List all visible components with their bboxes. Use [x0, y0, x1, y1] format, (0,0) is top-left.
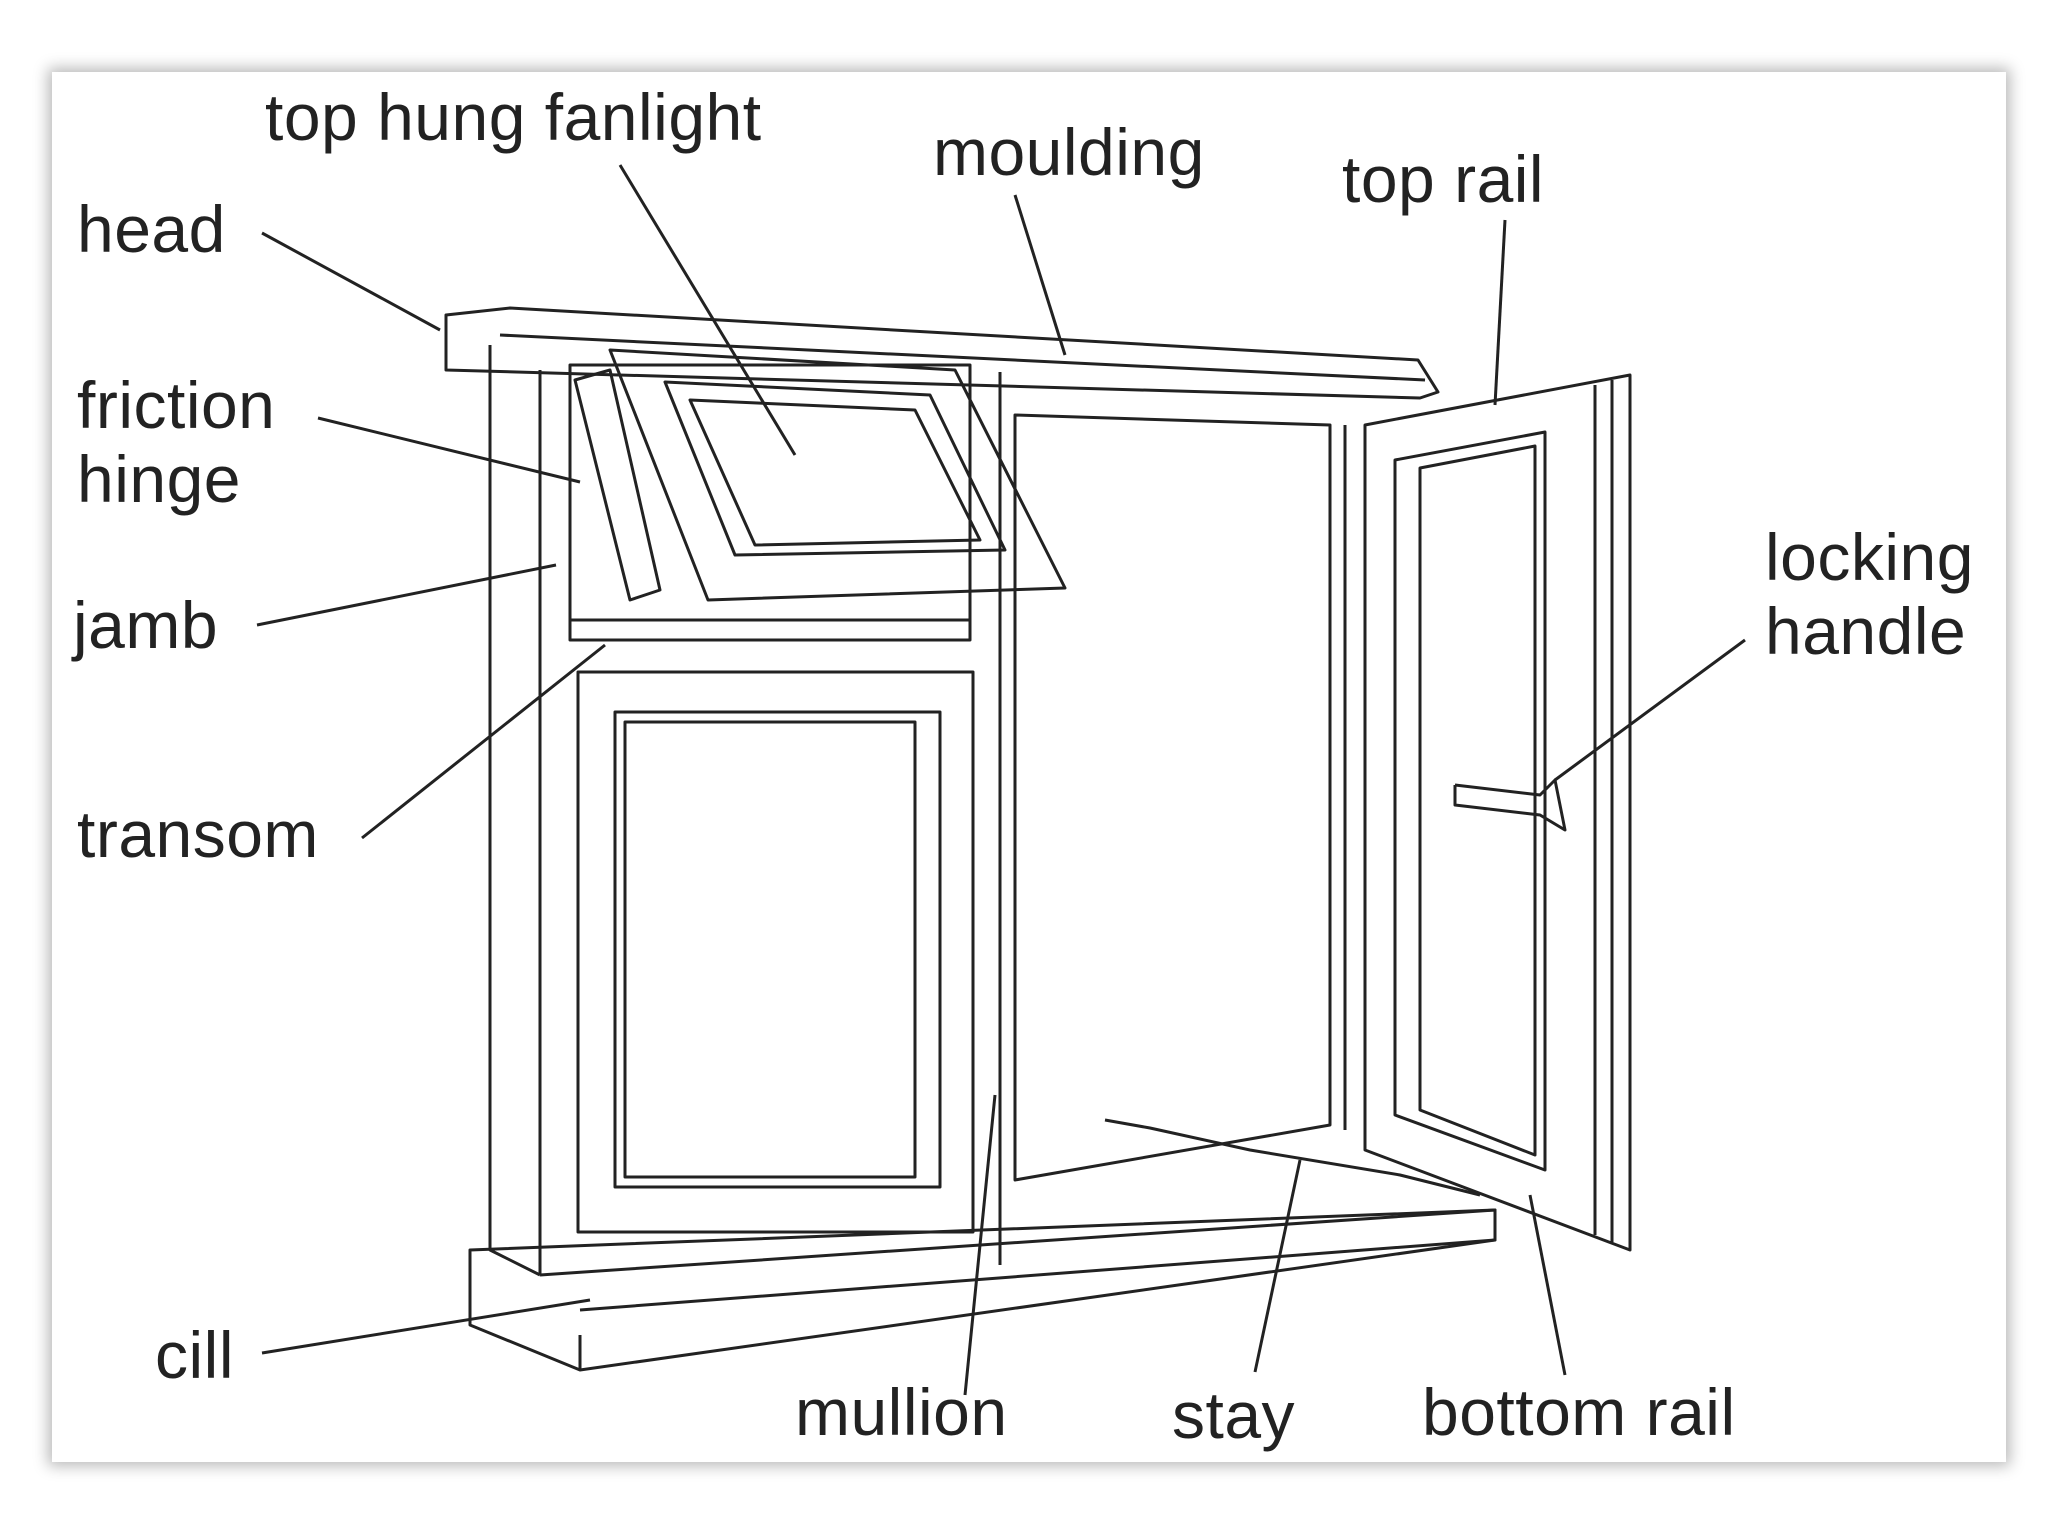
right-opening: [1013, 413, 1332, 1182]
stay-drawing: [1104, 1118, 1481, 1197]
friction-hinge-drawing: [573, 368, 662, 602]
label-friction-hinge: friction hinge: [77, 368, 275, 516]
fanlight-sash: [608, 348, 1067, 602]
fanlight-glass-inner: [688, 398, 982, 547]
leader-mullion: [963, 1094, 997, 1396]
leader-top-rail: [1493, 219, 1507, 406]
leader-stay: [1253, 1159, 1302, 1373]
transom-drawing: [568, 618, 972, 642]
locking-handle-drawing: [1453, 778, 1567, 832]
label-top-hung-fanlight: top hung fanlight: [265, 80, 762, 154]
moulding-line: [499, 333, 1426, 382]
leader-cill: [261, 1298, 591, 1355]
leader-locking-handle: [1554, 638, 1746, 782]
jamb-drawing: [488, 345, 541, 1277]
label-moulding: moulding: [933, 115, 1205, 189]
fanlight-opening: [568, 363, 972, 622]
lower-sash-glass: [613, 710, 942, 1189]
fanlight-glass-outer: [663, 380, 1007, 557]
lower-sash-glass-inner: [623, 720, 917, 1179]
leader-jamb: [256, 563, 557, 627]
leader-transom: [361, 643, 606, 840]
label-locking-handle-line-1: locking: [1765, 520, 1974, 594]
leader-lines: [256, 164, 1746, 1396]
label-top-rail: top rail: [1342, 142, 1545, 216]
label-cill: cill: [155, 1318, 234, 1392]
label-mullion: mullion: [795, 1375, 1008, 1449]
label-friction-hinge-line-1: friction: [77, 368, 276, 442]
label-transom: transom: [77, 797, 319, 871]
leader-bottom-rail: [1528, 1194, 1567, 1376]
label-jamb: jamb: [73, 588, 219, 662]
label-bottom-rail: bottom rail: [1422, 1375, 1736, 1449]
label-stay: stay: [1172, 1378, 1296, 1452]
leader-head: [261, 231, 441, 332]
leader-moulding: [1013, 194, 1067, 356]
diagram-card: [52, 72, 2006, 1462]
label-locking-handle: locking handle: [1765, 520, 1974, 668]
label-friction-hinge-line-2: hinge: [77, 442, 241, 516]
label-head: head: [77, 192, 226, 266]
head-drawing: [444, 306, 1440, 400]
leader-friction-hinge: [317, 416, 581, 484]
casement-glass-inner: [1418, 444, 1537, 1157]
casement-glass: [1393, 430, 1547, 1172]
label-locking-handle-line-2: handle: [1765, 594, 1967, 668]
leader-fanlight: [618, 164, 797, 456]
casement-sash: [1363, 373, 1632, 1252]
window-frame-drawing: [444, 306, 1632, 1372]
lower-sash-outer: [576, 670, 975, 1234]
cill-drawing: [468, 1208, 1497, 1372]
